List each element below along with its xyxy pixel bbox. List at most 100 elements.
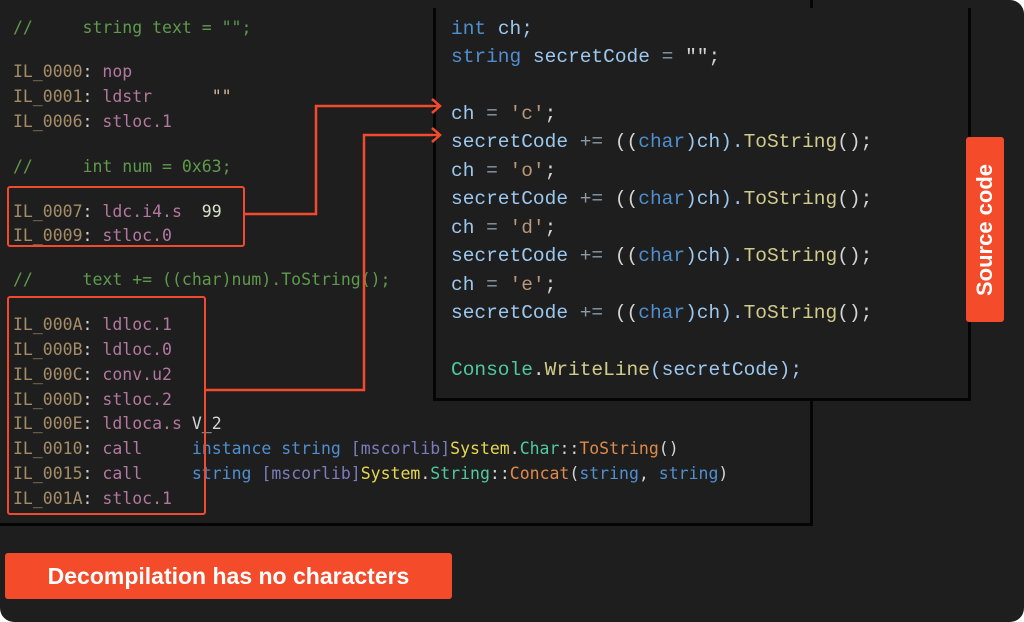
code-token: V_2 — [181, 414, 222, 433]
source-line: secretCode += ((char)ch).ToString(); — [451, 186, 872, 212]
source-code-panel: int ch;string secretCode = "";ch = 'c';s… — [433, 8, 971, 401]
code-token: ch — [451, 103, 487, 125]
code-token: . — [509, 439, 520, 458]
code-token: (( — [614, 302, 639, 324]
code-token: secretCode — [451, 245, 580, 267]
il-line: IL_0000: nop — [13, 61, 132, 83]
code-token: 'o' — [509, 160, 545, 182]
code-token: IL_000A — [13, 315, 83, 334]
code-token: () — [658, 439, 679, 458]
code-token: 99 — [181, 202, 222, 221]
code-token: instance string — [142, 439, 351, 458]
code-token: Concat — [509, 464, 570, 483]
code-token: = — [661, 46, 686, 68]
code-token: : — [82, 414, 103, 433]
source-line: ch = 'o'; — [451, 158, 556, 184]
code-token: ch — [451, 160, 487, 182]
il-line: IL_0006: stloc.1 — [13, 111, 172, 133]
code-token: ; — [544, 274, 557, 296]
arrow-head-1 — [431, 98, 442, 114]
code-token: "" — [152, 87, 232, 106]
il-line: IL_0007: ldc.i4.s 99 — [13, 201, 222, 223]
code-token: : — [82, 489, 103, 508]
code-token: += — [579, 245, 615, 267]
code-token: ; — [544, 103, 557, 125]
code-token: IL_0007 — [13, 202, 83, 221]
code-token: call — [102, 464, 143, 483]
code-token: (secretCode); — [649, 359, 803, 381]
code-token: . — [532, 359, 545, 381]
code-token: : — [82, 202, 103, 221]
code-token: secretCode — [451, 131, 580, 153]
code-token: string — [451, 46, 533, 68]
code-token: : — [82, 112, 103, 131]
code-token: ch; — [497, 18, 533, 40]
code-token: )ch). — [685, 302, 744, 324]
code-token: WriteLine — [544, 359, 650, 381]
code-token: (); — [837, 245, 873, 267]
code-token: ldc.i4.s — [102, 202, 182, 221]
code-token: nop — [102, 62, 133, 81]
il-line: IL_0010: call instance string [mscorlib]… — [13, 438, 679, 460]
code-token: IL_0000 — [13, 62, 83, 81]
code-token: System — [450, 439, 510, 458]
source-line: ch = 'd'; — [451, 215, 556, 241]
code-token: stloc.1 — [102, 112, 172, 131]
code-token: secretCode — [532, 46, 662, 68]
il-line: IL_0001: ldstr "" — [13, 86, 232, 108]
arrow-ldc-to-assignment — [244, 104, 439, 216]
il-line: IL_000D: stloc.2 — [13, 389, 172, 411]
code-token: = — [486, 274, 510, 296]
code-token: IL_0001 — [13, 87, 83, 106]
source-line: secretCode += ((char)ch).ToString(); — [451, 300, 872, 326]
code-token: IL_000B — [13, 340, 83, 359]
il-line: // string text = ""; — [13, 17, 251, 39]
code-token: string — [142, 464, 262, 483]
code-token: [mscorlib] — [261, 464, 361, 483]
code-token: ; — [544, 160, 557, 182]
code-token: ToString — [743, 302, 838, 324]
code-token: (); — [837, 302, 873, 324]
code-token: : — [82, 62, 103, 81]
code-token: ToString — [743, 188, 838, 210]
code-token: , — [638, 464, 659, 483]
code-token: ( — [569, 464, 580, 483]
code-token: ToString — [579, 439, 659, 458]
code-token: text += ((char)num).ToString(); — [82, 270, 391, 289]
code-token: )ch). — [685, 188, 744, 210]
code-token: += — [579, 131, 615, 153]
arrow-conv-to-tostring — [205, 133, 439, 392]
decompilation-label: Decompilation has no characters — [5, 553, 452, 599]
code-token: ldloc.0 — [102, 340, 172, 359]
code-token: = — [486, 217, 510, 239]
code-token: IL_000E — [13, 414, 83, 433]
code-token: = — [486, 103, 510, 125]
code-token: stloc.2 — [102, 390, 172, 409]
code-token: 'e' — [509, 274, 545, 296]
code-token: IL_000D — [13, 390, 83, 409]
source-line: string secretCode = ""; — [451, 44, 720, 70]
code-token: ) — [718, 464, 729, 483]
code-token: 'c' — [509, 103, 545, 125]
il-line: IL_000C: conv.u2 — [13, 364, 172, 386]
code-token: )ch). — [685, 245, 744, 267]
code-token: // — [13, 157, 83, 176]
code-token: : — [82, 439, 103, 458]
code-token: += — [579, 188, 615, 210]
code-token: : — [82, 226, 103, 245]
code-token: char — [638, 245, 686, 267]
highlight-box-conversion — [7, 296, 206, 515]
code-token: IL_0006 — [13, 112, 83, 131]
il-line: IL_0015: call string [mscorlib]System.St… — [13, 463, 728, 485]
code-token: : — [82, 340, 103, 359]
code-token: ch — [451, 217, 487, 239]
code-token: ; — [544, 217, 557, 239]
code-token: stloc.0 — [102, 226, 172, 245]
code-token: 'd' — [509, 217, 545, 239]
arrow-head-2 — [431, 127, 442, 143]
code-token: string — [579, 464, 639, 483]
code-token: secretCode — [451, 188, 580, 210]
code-token: IL_0015 — [13, 464, 83, 483]
code-token: int — [451, 18, 498, 40]
source-line: int ch; — [451, 16, 533, 42]
